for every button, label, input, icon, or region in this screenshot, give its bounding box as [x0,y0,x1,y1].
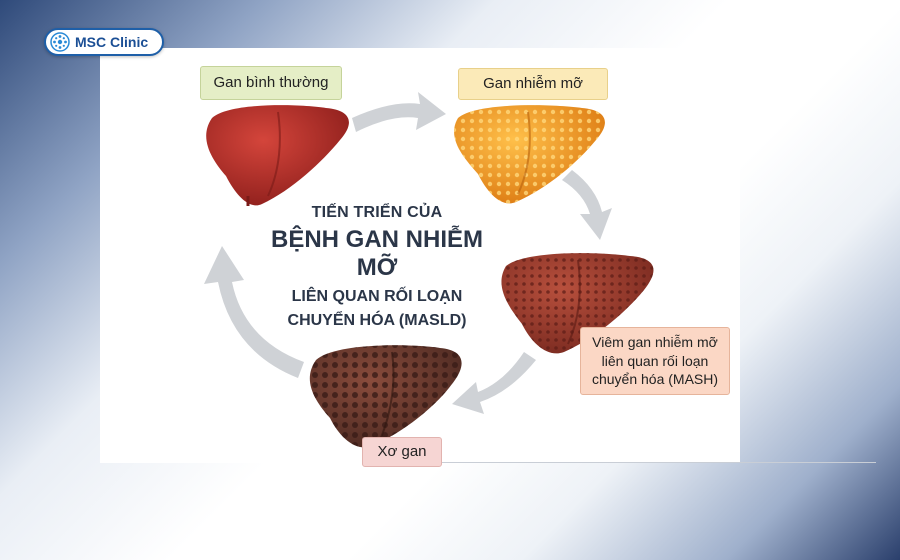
stage-label-fatty: Gan nhiễm mỡ [458,68,608,100]
diagram-title: TIẾN TRIỂN CỦA BỆNH GAN NHIỄM MỠ LIÊN QU… [252,204,502,330]
title-line-4: CHUYỂN HÓA (MASLD) [287,312,467,329]
liver-fatty [454,105,605,204]
stage-label-mash-line-3: chuyển hóa (MASH) [591,371,719,388]
liver-cirrhosis [309,345,462,448]
arrow-cirrhosis-to-normal [204,246,304,378]
title-line-3: LIÊN QUAN RỐI LOẠN [291,288,463,305]
stage-label-mash-line-1: Viêm gan nhiễm mỡ [592,333,718,350]
title-line-2: BỆNH GAN NHIỄM MỠ [270,226,483,281]
liver-normal [206,105,349,206]
logo-text: MSC Clinic [75,34,149,50]
stage-label-normal: Gan bình thường [200,66,342,100]
stage-label-cirrhosis: Xơ gan [362,437,442,467]
title-line-1: TIẾN TRIỂN CỦA [311,204,443,221]
liver-mash [501,253,654,354]
stage-label-mash-line-2: liên quan rối loạn [601,352,709,369]
divider-line [440,462,876,463]
logo-emblem-icon [50,32,70,52]
stage-label-mash: Viêm gan nhiễm mỡ liên quan rối loạn chu… [580,327,730,395]
arrow-normal-to-fatty [352,92,446,132]
clinic-logo: MSC Clinic [44,28,164,56]
arrow-fatty-to-mash [562,170,612,240]
arrow-mash-to-cirrhosis [452,352,536,414]
